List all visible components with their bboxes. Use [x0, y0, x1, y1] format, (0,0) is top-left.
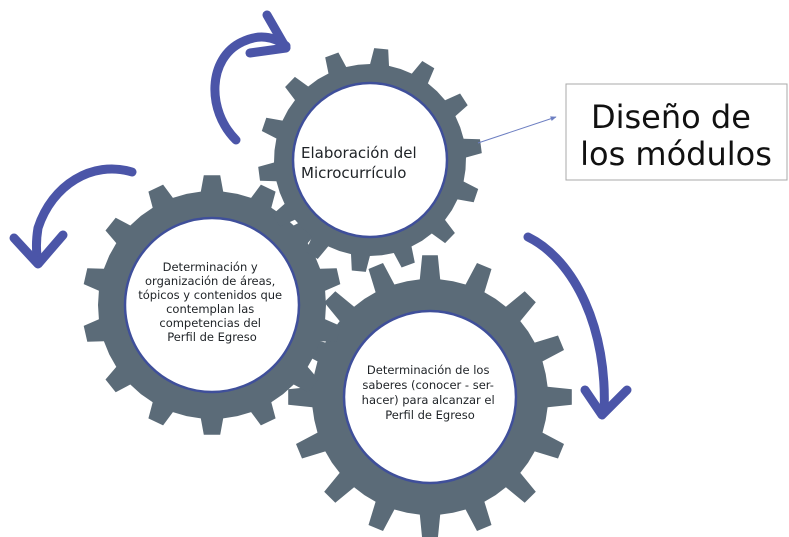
curved-arrow-right [523, 232, 632, 420]
callout-box [565, 83, 788, 181]
gear-top-label: Elaboración del Microcurrículo [301, 144, 421, 182]
callout-label: Diseño de los módulos [580, 98, 772, 173]
gear-left: Determinación y organización de áreas, t… [83, 175, 341, 435]
gear-top: Elaboración del Microcurrículo [258, 48, 482, 272]
gear-right-label: Determinación de los saberes (conocer - … [362, 363, 499, 422]
gear-left-hub [123, 216, 301, 394]
gear-right-hub [342, 309, 518, 485]
gear-left-label: Determinación y organización de áreas, t… [138, 260, 286, 344]
gear-right: Determinación de los saberes (conocer - … [288, 255, 572, 537]
curved-arrow-top [210, 10, 291, 145]
curved-arrow-left [9, 164, 137, 269]
callout-connector [477, 116, 557, 144]
callout: Diseño de los módulos [565, 83, 788, 181]
gear-top-hub [291, 81, 449, 239]
